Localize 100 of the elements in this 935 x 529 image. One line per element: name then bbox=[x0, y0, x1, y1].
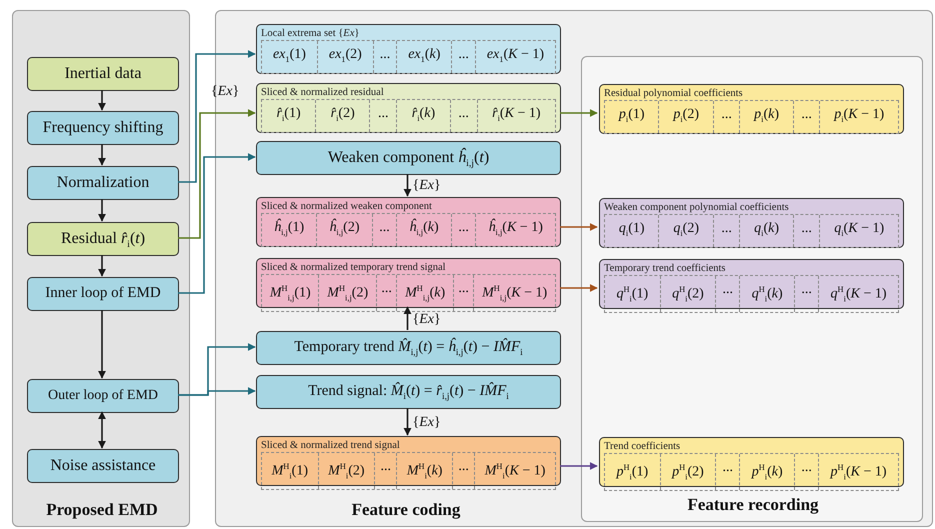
array-cell: ... bbox=[794, 454, 818, 490]
array-heading: Residual polynomial coefficients bbox=[604, 87, 743, 100]
arrow bbox=[560, 462, 598, 470]
arrow bbox=[560, 109, 598, 117]
array-cell: ... bbox=[712, 215, 740, 247]
arrow bbox=[178, 50, 256, 183]
array-cell: r̂$_{i}$(K − 1) bbox=[476, 100, 556, 132]
array-cell: ĥ$_{i,j}$(2) bbox=[316, 214, 372, 246]
arrow bbox=[178, 387, 256, 396]
array-cell: ... bbox=[372, 214, 396, 246]
array-heading: Sliced & normalized trend signal bbox=[261, 439, 400, 452]
panel-heading: Proposed EMD bbox=[45, 500, 159, 520]
array-cell-text: ex$_{1}$(1) bbox=[272, 46, 307, 66]
array-box bbox=[599, 84, 904, 134]
array-cell: ex$_{1}$(k) bbox=[396, 41, 452, 73]
array-cell: q$_{i}$(k) bbox=[739, 215, 793, 247]
process-box: Residual r̂$_{i}$(t) bbox=[27, 222, 179, 256]
array-cell: p$^{H}$$_{i}$(2) bbox=[660, 454, 716, 490]
array-cell: ex$_{1}$(2) bbox=[316, 41, 373, 73]
array-heading: Sliced & normalized residual bbox=[261, 86, 384, 99]
array-heading: Sliced & normalized weaken component bbox=[261, 200, 432, 213]
array-cell-text: q$^{H}$$_{i}$(1) bbox=[615, 284, 650, 306]
process-box: Inner loop of EMD bbox=[27, 277, 179, 311]
array-cell: ... bbox=[794, 276, 818, 312]
edge-label: {Ex} bbox=[412, 178, 442, 193]
array-cell: M$^{H}$$_{i,j}$(k) bbox=[396, 275, 453, 312]
array-cell: ... bbox=[372, 41, 396, 73]
array-cell: ex$_{1}$(K − 1) bbox=[474, 41, 555, 73]
group-panel bbox=[215, 10, 933, 527]
panel-heading: Feature recording bbox=[686, 495, 820, 515]
array-cell: q$^{H}$$_{i}$(k) bbox=[739, 276, 794, 312]
array-cell: M$^{H}$$_{i}$(k) bbox=[396, 453, 452, 490]
array-cell: ĥ$_{i,j}$(k) bbox=[396, 214, 451, 246]
array-cell: p$^{H}$$_{i}$(k) bbox=[739, 454, 794, 490]
array-cell: q$_{i}$(K − 1) bbox=[819, 215, 898, 247]
arrow bbox=[98, 255, 106, 277]
arrow bbox=[98, 310, 106, 379]
process-box: Temporary trend M̂$_{i,j}$(t) = ĥ$_{i,j}$(t) − IM̂F$_{i}$ bbox=[256, 331, 561, 365]
array-cell: ... bbox=[369, 100, 396, 132]
arrow bbox=[560, 284, 598, 292]
array-cell: M$^{H}$$_{i}$(2) bbox=[318, 453, 374, 490]
process-box: Frequency shifting bbox=[27, 111, 179, 145]
array-cell: ... bbox=[376, 275, 396, 312]
array-cell: q$_{i}$(2) bbox=[658, 215, 713, 247]
array-cell: ... bbox=[452, 275, 474, 312]
array-cell: p$^{H}$$_{i}$(K − 1) bbox=[818, 454, 898, 490]
array-cell: ... bbox=[792, 101, 820, 133]
arrow bbox=[404, 408, 412, 436]
array-cell-text: p$^{H}$$_{i}$(1) bbox=[614, 462, 650, 484]
arrow bbox=[98, 411, 106, 449]
arrow bbox=[98, 90, 106, 111]
array-heading: Sliced & normalized temporary trend signal bbox=[261, 261, 446, 274]
edge-label: {Ex} bbox=[412, 414, 442, 430]
process-box: Weaken component ĥ$_{i,j}$(t) bbox=[256, 141, 561, 175]
array-cell: ... bbox=[451, 41, 475, 73]
array-heading: Temporary trend coefficients bbox=[604, 262, 726, 275]
array-cell: M$^{H}$$_{i,j}$(K − 1) bbox=[473, 275, 556, 312]
array-cell: ... bbox=[715, 454, 740, 490]
arrow bbox=[178, 153, 256, 294]
array-cell: ... bbox=[792, 215, 820, 247]
array-cell: ĥ$_{i,j}$(K − 1) bbox=[475, 214, 555, 246]
array-box bbox=[256, 24, 561, 74]
arrow bbox=[98, 199, 106, 222]
array-cell-text: q$_{i}$(1) bbox=[618, 220, 646, 240]
array-cell: ... bbox=[374, 453, 396, 490]
array-cell: p$_{i}$(k) bbox=[739, 101, 793, 133]
array-cell: p$_{i}$(2) bbox=[658, 101, 713, 133]
array-heading: Local extrema set {Ex} bbox=[261, 27, 360, 40]
array-cell-text: r̂$_{i}$(1) bbox=[276, 105, 302, 125]
array-cell: q$^{H}$$_{i}$(2) bbox=[660, 276, 716, 312]
array-heading: Weaken component polynomial coefficients bbox=[604, 201, 789, 214]
array-cell-text: M$^{H}$$_{i,j}$(1) bbox=[268, 283, 312, 304]
arrow bbox=[178, 109, 256, 239]
array-cell: ... bbox=[712, 101, 740, 133]
array-cell: ... bbox=[450, 100, 477, 132]
array-cell: ... bbox=[715, 276, 740, 312]
array-cell: ... bbox=[450, 214, 476, 246]
array-cell: r̂$_{i}$(k) bbox=[396, 100, 450, 132]
group-panel bbox=[12, 10, 190, 527]
group-panel bbox=[581, 56, 923, 522]
array-cell: r̂$_{i}$(2) bbox=[315, 100, 370, 132]
array-cell: M$^{H}$$_{i,j}$(2) bbox=[318, 275, 376, 312]
edge-label: {Ex} bbox=[412, 312, 442, 326]
set-label: {Ex} bbox=[211, 84, 240, 99]
array-heading: Trend coefficients bbox=[604, 440, 680, 453]
process-box: Inertial data bbox=[27, 57, 179, 91]
process-box: Normalization bbox=[27, 166, 179, 200]
arrow bbox=[560, 223, 598, 231]
panel-heading: Feature coding bbox=[350, 500, 462, 520]
array-cell: q$^{H}$$_{i}$(K − 1) bbox=[818, 276, 898, 312]
array-cell: ... bbox=[452, 453, 474, 490]
array-box bbox=[256, 197, 561, 247]
arrow bbox=[98, 144, 106, 166]
array-box bbox=[599, 198, 904, 248]
process-box: Noise assistance bbox=[27, 449, 179, 483]
process-box: Outer loop of EMD bbox=[27, 379, 179, 413]
array-cell-text: ĥ$_{i,j}$(1) bbox=[273, 218, 306, 239]
array-box bbox=[256, 83, 561, 133]
array-cell-text: M$^{H}$$_{i}$(1) bbox=[270, 461, 309, 482]
array-cell-text: p$_{i}$(1) bbox=[617, 106, 646, 126]
